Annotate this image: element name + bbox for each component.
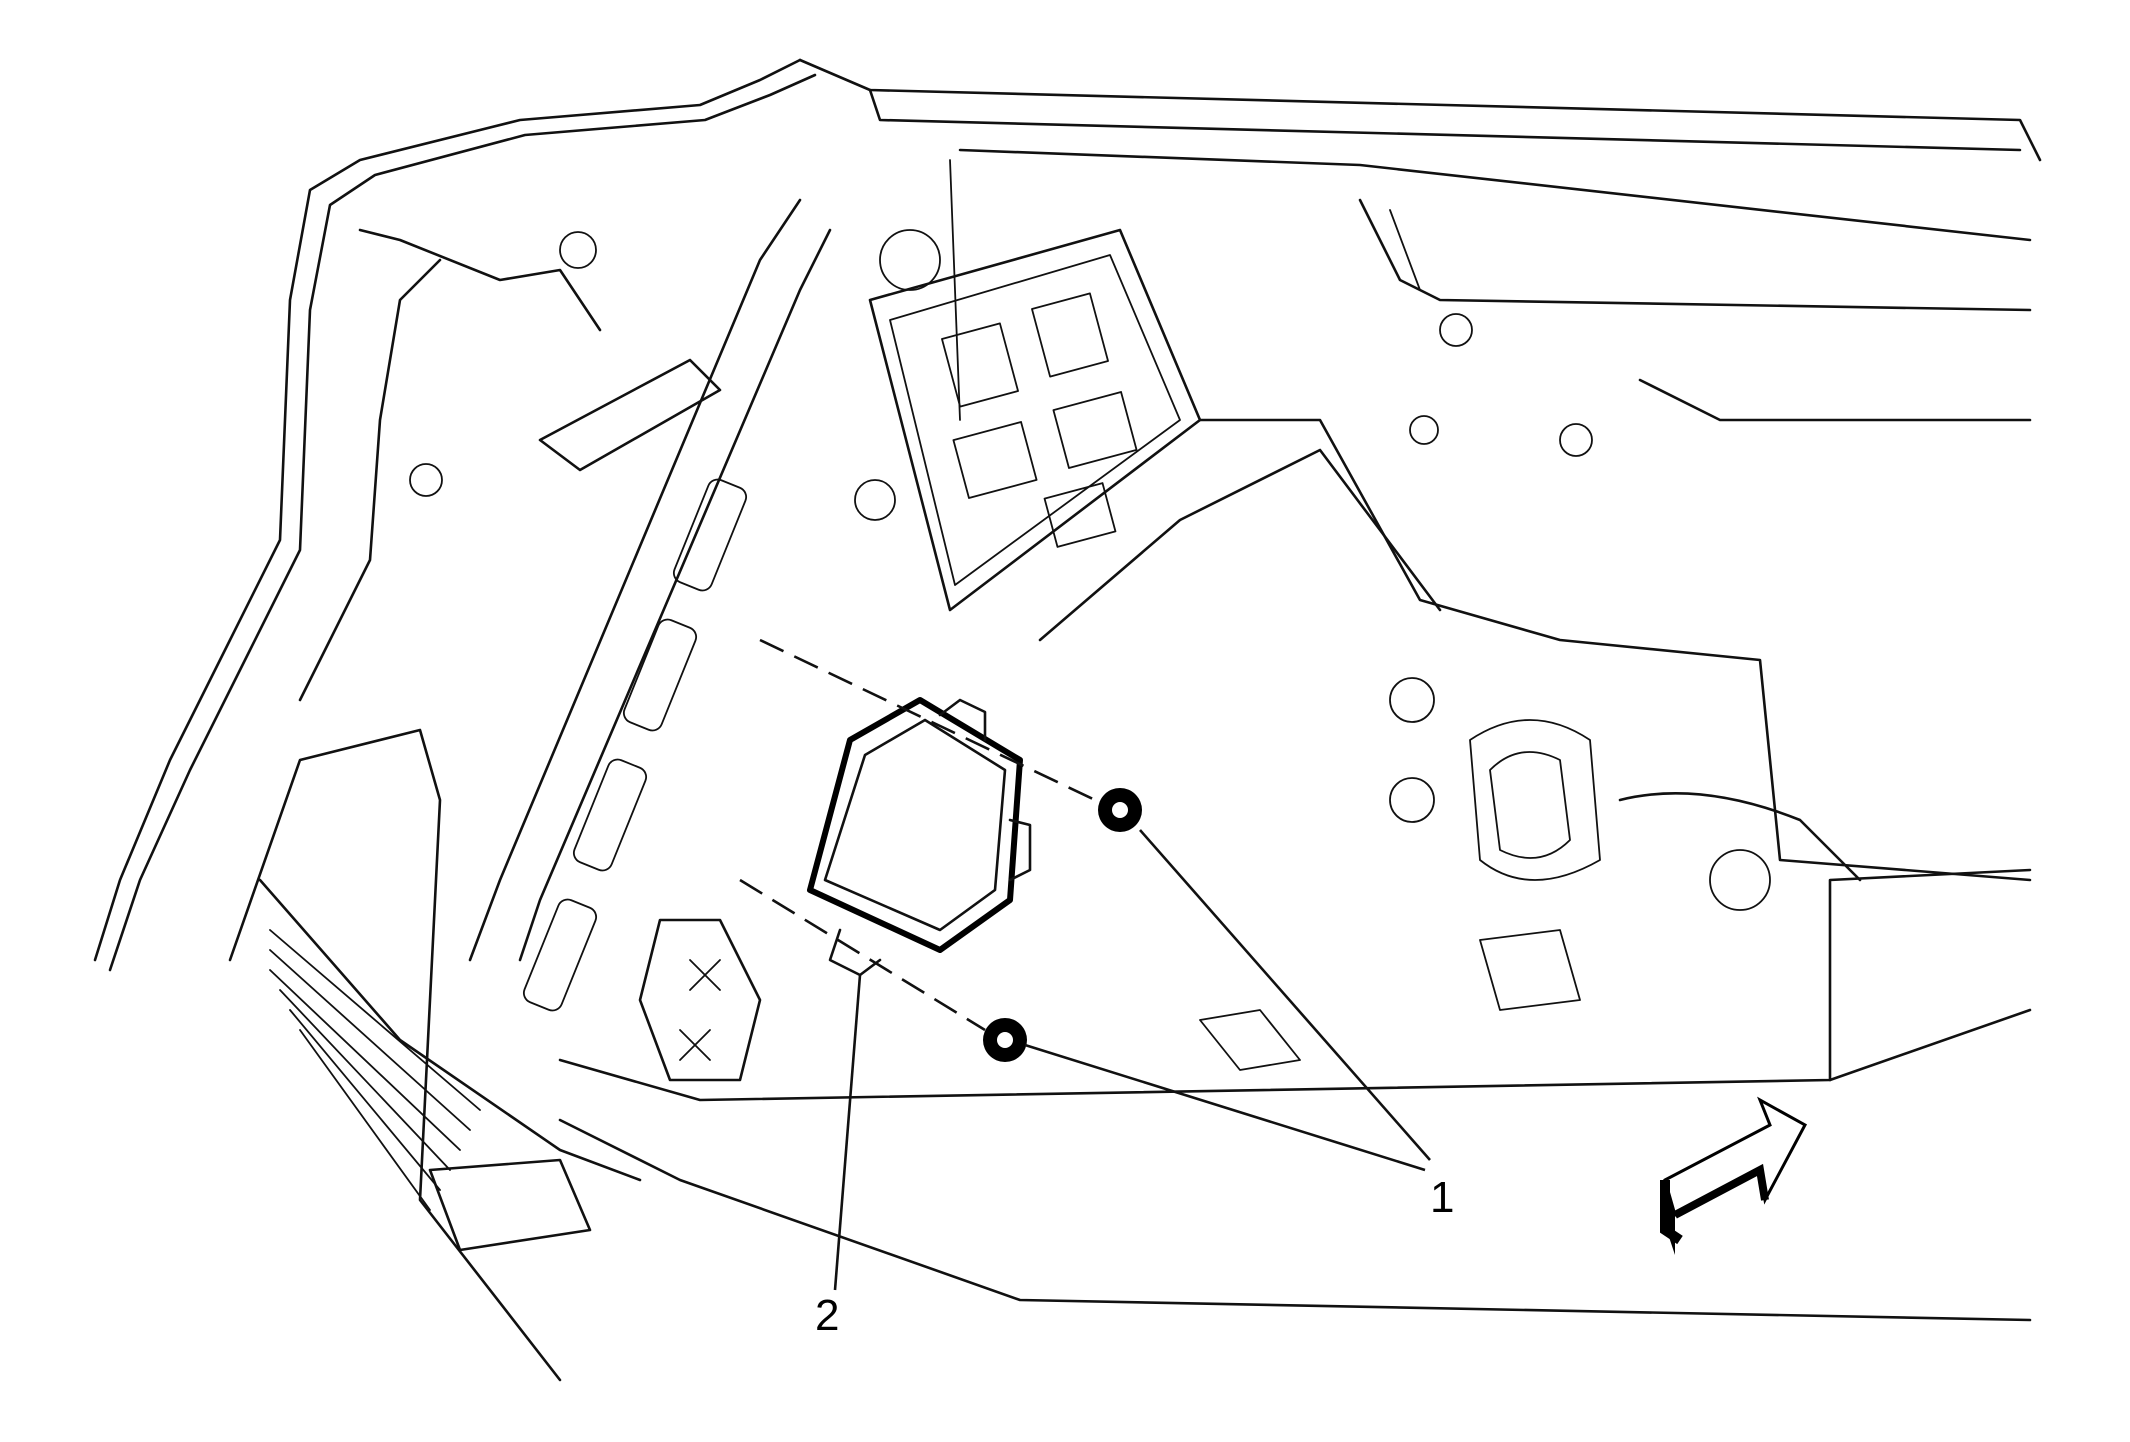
fastener-upper — [1098, 788, 1142, 832]
fastener-lower — [983, 1018, 1027, 1062]
diagonal-brace — [468, 198, 832, 1012]
trunk-sill — [228, 728, 2032, 1382]
callout-2: 2 — [815, 1291, 839, 1340]
rear-floor-panel — [1038, 313, 2032, 911]
forward-arrow-icon — [1660, 1096, 1808, 1255]
lower-bracket — [638, 918, 1581, 1082]
trunk-body-outline — [93, 58, 2042, 972]
left-trim-panel — [298, 228, 602, 702]
module — [807, 697, 1032, 977]
leader-lines — [833, 829, 1431, 1291]
installation-paths — [739, 638, 1096, 1032]
fuse-block — [854, 228, 1202, 612]
callout-1: 1 — [1430, 1173, 1454, 1222]
